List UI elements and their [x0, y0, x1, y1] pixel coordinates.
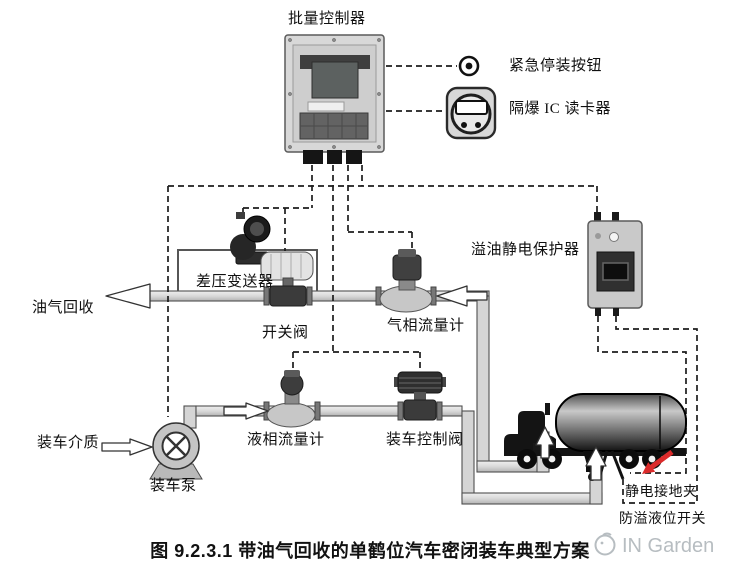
watermark: IN Garden — [592, 531, 714, 562]
flow-arrows — [101, 283, 607, 481]
dp-transmitter-icon — [230, 212, 271, 265]
label-liquid-flowmeter: 液相流量计 — [247, 432, 325, 448]
vapor-riser-arrow — [535, 426, 555, 459]
cable-glands — [303, 150, 362, 164]
loading-pump-icon — [149, 422, 203, 480]
switch-valve-icon — [260, 251, 314, 307]
vapor-pipe — [147, 290, 550, 473]
label-loading-pump: 装车泵 — [150, 478, 197, 494]
label-ic-reader: 隔爆 IC 读卡器 — [509, 101, 612, 117]
liquid-flow-arrow — [223, 402, 269, 420]
watermark-text: IN Garden — [622, 535, 715, 557]
static-protector-device — [587, 212, 643, 316]
label-dp-transmitter: 差压变送器 — [196, 274, 274, 290]
vapor-flow-arrow — [436, 285, 488, 307]
vapor-recovery-arrow — [105, 283, 151, 309]
label-switch-valve: 开关阀 — [262, 325, 309, 341]
label-loading-medium: 装车介质 — [37, 435, 100, 451]
signal-lines — [167, 65, 698, 504]
label-grounding-clamp: 静电接地夹 — [625, 485, 698, 500]
red-pointer-arrow — [642, 450, 674, 474]
vapor-flowmeter-icon — [375, 249, 437, 313]
watermark-logo-icon — [592, 531, 618, 562]
ic-card-reader-icon — [445, 86, 497, 140]
label-emergency-stop: 紧急停装按钮 — [509, 58, 603, 74]
loading-control-valve-icon — [394, 371, 446, 421]
label-loading-control-valve: 装车控制阀 — [386, 432, 464, 448]
emergency-stop-icon — [458, 55, 480, 77]
batch-controller-device — [284, 34, 385, 164]
label-level-switch: 防溢液位开关 — [619, 512, 706, 527]
label-vapor-recovery: 油气回收 — [32, 300, 95, 316]
label-static-protector: 溢油静电保护器 — [471, 242, 580, 258]
liquid-flowmeter-icon — [263, 370, 321, 428]
figure-caption: 图 9.2.3.1 带油气回收的单鹤位汽车密闭装车典型方案 — [150, 541, 590, 561]
label-vapor-flowmeter: 气相流量计 — [387, 318, 465, 334]
label-batch-controller: 批量控制器 — [288, 11, 366, 27]
liquid-riser-arrow — [585, 446, 607, 481]
inlet-flow-arrow — [101, 438, 153, 456]
